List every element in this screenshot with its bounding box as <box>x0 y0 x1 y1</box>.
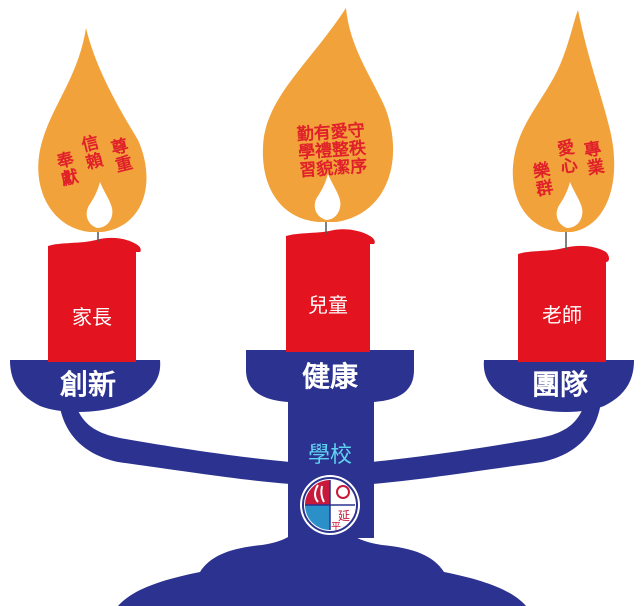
school-emblem: 延 平 <box>300 475 360 535</box>
candle-label-center: 兒童 <box>308 293 348 317</box>
flame-center-line-1: 勤有愛守 <box>296 120 365 146</box>
pedestal <box>118 530 526 606</box>
emblem-char-1: 延 <box>338 509 350 523</box>
left-cup <box>10 360 161 412</box>
flame-center <box>262 8 394 222</box>
candle-right: 老師 <box>518 232 609 362</box>
center-cup <box>246 350 414 402</box>
flame-right-char-1: 樂 <box>531 159 552 183</box>
flame-left <box>38 28 147 232</box>
candle-center: 兒童 <box>286 218 375 352</box>
flame-left-char-2: 獻 <box>59 166 81 190</box>
right-cup <box>483 360 634 412</box>
flame-left-char-3: 信 <box>79 132 101 156</box>
emblem-char-2: 平 <box>331 522 341 533</box>
flame-right <box>512 10 615 232</box>
flame-left-char-4: 賴 <box>84 149 106 173</box>
right-arm <box>372 392 602 484</box>
cup-label-center: 健康 <box>302 360 359 393</box>
flame-center-line-3: 習貌潔序 <box>299 155 368 181</box>
flame-right-char-3: 愛 <box>556 137 576 161</box>
cup-label-right: 團隊 <box>532 368 589 401</box>
flame-left-char-1: 奉 <box>54 148 78 173</box>
flame-center-line-2: 學禮整秩 <box>297 137 367 163</box>
left-arm <box>58 392 290 484</box>
candle-label-right: 老師 <box>542 303 582 327</box>
cup-label-left: 創新 <box>60 368 116 401</box>
candle-label-left: 家長 <box>72 305 112 329</box>
flame-right-char-2: 群 <box>534 177 554 201</box>
candle-left: 家長 <box>48 228 141 362</box>
school-label: 學校 <box>308 443 352 468</box>
flame-left-char-6: 重 <box>113 152 135 176</box>
flame-right-char-4: 心 <box>559 155 579 178</box>
flame-left-char-5: 尊 <box>109 135 131 159</box>
flame-right-char-5: 專 <box>583 139 603 162</box>
flame-right-char-6: 業 <box>586 156 606 180</box>
